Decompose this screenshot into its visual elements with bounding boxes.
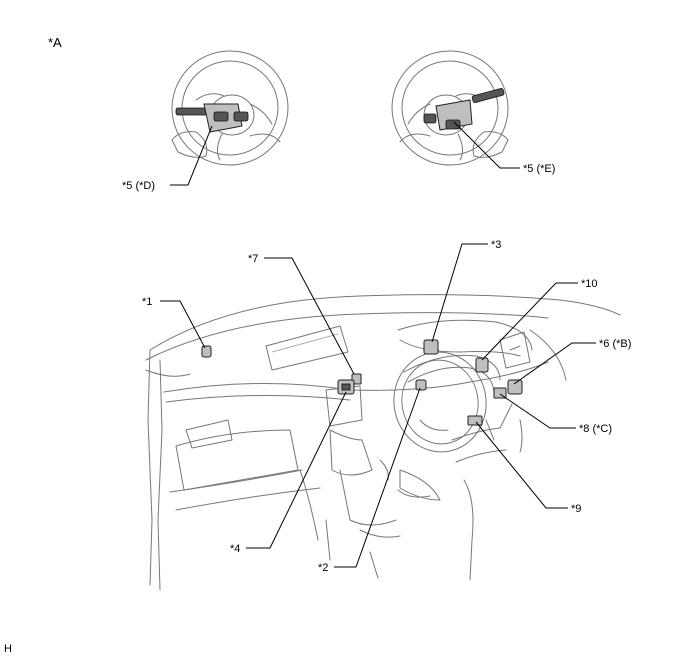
callout-5-left: *5 (*D) [122, 180, 155, 192]
callout-1: *1 [142, 296, 152, 308]
callout-10: *10 [581, 278, 598, 290]
callout-8: *8 (*C) [579, 423, 612, 435]
parts [201, 339, 523, 426]
callout-3: *3 [491, 239, 501, 251]
right-stalk [471, 88, 505, 103]
callout-5-right: *5 (*E) [523, 163, 555, 175]
part-2-switch [415, 379, 427, 391]
display-screen [265, 325, 349, 371]
view-label: *A [48, 35, 62, 50]
part-9-connector [467, 415, 483, 426]
leader-lines [160, 121, 596, 568]
combination-switch-right [435, 99, 473, 131]
callout-9: *9 [571, 503, 581, 515]
part-3-connector [423, 339, 439, 355]
callout-7: *7 [248, 253, 258, 265]
callout-4: *4 [230, 543, 240, 555]
figure-code: H [4, 643, 12, 655]
instrument-panel [145, 294, 621, 591]
steering-wheel-left [171, 50, 289, 166]
part-10-connector [475, 357, 489, 373]
part-6-connector [507, 379, 523, 395]
part-1-sensor [201, 345, 212, 358]
callout-6: *6 (*B) [599, 338, 631, 350]
left-stalk [175, 107, 209, 116]
steering-wheel-right [391, 50, 509, 166]
callout-2: *2 [318, 562, 328, 574]
callout-labels: *5 (*D) *5 (*E) *1 *7 *3 *10 *6 (*B) *8 … [122, 163, 631, 574]
